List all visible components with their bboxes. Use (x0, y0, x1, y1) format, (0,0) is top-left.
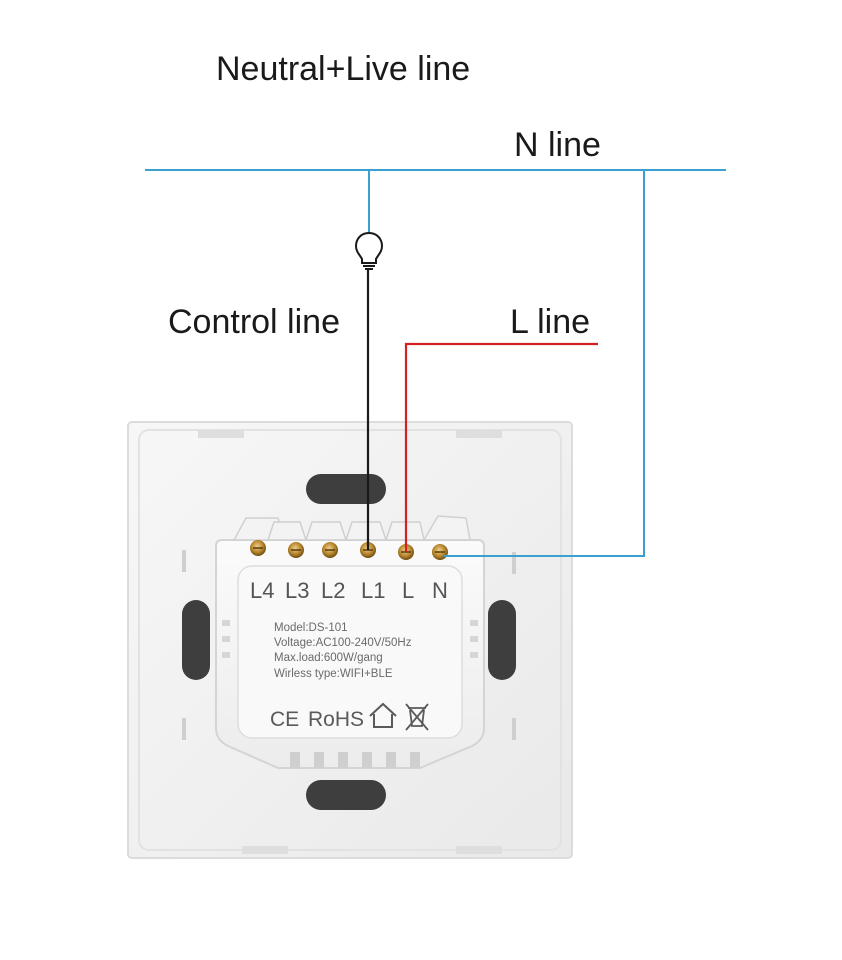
mount-slot-top (306, 474, 386, 504)
diagram-title: Neutral+Live line (216, 50, 471, 88)
certification-marks: CE RoHS (270, 702, 429, 731)
spec-max-load: Max.load:600W/gang (274, 652, 383, 664)
mount-slot-right (488, 600, 516, 680)
terminal-label-n: N (432, 578, 448, 603)
n-wire (145, 169, 726, 557)
spec-wireless: Wirless type:WIFI+BLE (274, 668, 393, 680)
rohs-mark: RoHS (308, 708, 364, 731)
spec-model: Model:DS-101 (274, 622, 348, 634)
spec-voltage: Voltage:AC100-240V/50Hz (274, 637, 412, 649)
l-wire (404, 342, 598, 552)
mount-slot-left (182, 600, 210, 680)
n-line-label: N line (514, 126, 601, 164)
terminal-label-l: L (402, 578, 414, 603)
terminal-label-l3: L3 (285, 578, 309, 603)
terminal-label-l2: L2 (321, 578, 345, 603)
control-line-label: Control line (168, 303, 340, 341)
spec-label: Model:DS-101 Voltage:AC100-240V/50Hz Max… (274, 622, 412, 680)
switch-module (215, 515, 485, 769)
terminal-label-l4: L4 (250, 578, 274, 603)
house-icon (369, 702, 397, 728)
terminal-label-l1: L1 (361, 578, 385, 603)
weee-bin-icon (405, 703, 429, 731)
bulb-icon (354, 231, 384, 270)
l-line-label: L line (510, 303, 591, 341)
terminal-labels: L4 L3 L2 L1 L N (250, 578, 448, 603)
mount-slot-bottom (306, 780, 386, 810)
ce-mark: CE (270, 708, 299, 731)
